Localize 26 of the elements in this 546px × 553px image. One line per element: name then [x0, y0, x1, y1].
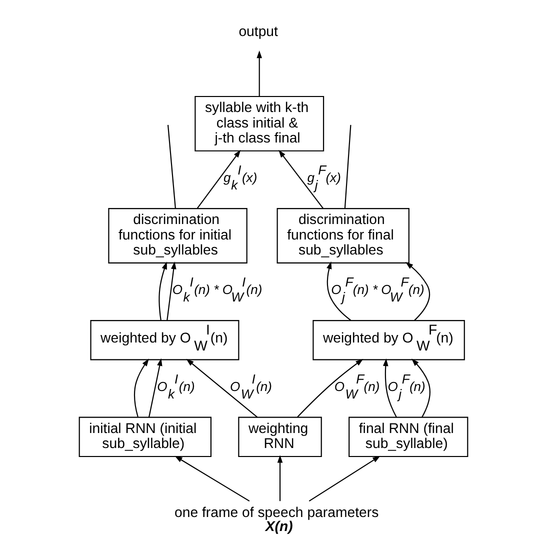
arrow [411, 358, 430, 418]
arrow [158, 262, 166, 320]
arrow [196, 150, 240, 209]
node-box: weighting RNN [238, 416, 322, 458]
node-text: one frame of speech parameters X(n) [174, 504, 378, 534]
arrow [134, 358, 148, 418]
node-box: initial RNN (initial sub_syllable) [78, 416, 211, 458]
arrow [186, 358, 258, 418]
arrow [296, 358, 363, 418]
node-box: syllable with k-th class initial & j-th class final [194, 96, 324, 152]
arrow [256, 50, 262, 96]
node-box: discrimination functions for final sub_syllables [276, 208, 409, 264]
arrow [278, 150, 323, 209]
arrow [276, 455, 282, 502]
arrow [404, 262, 430, 321]
connector [166, 124, 176, 208]
arrow [382, 358, 397, 418]
arrow [174, 456, 250, 502]
node-box: final RNN (final sub_syllable) [348, 416, 468, 458]
node-text: output [238, 23, 278, 40]
connector [344, 124, 351, 208]
arrow [326, 261, 351, 321]
arrow [166, 262, 176, 320]
arrow [148, 358, 162, 418]
arrow [308, 456, 380, 502]
node-box: discrimination functions for initial sub_syllables [108, 208, 247, 264]
